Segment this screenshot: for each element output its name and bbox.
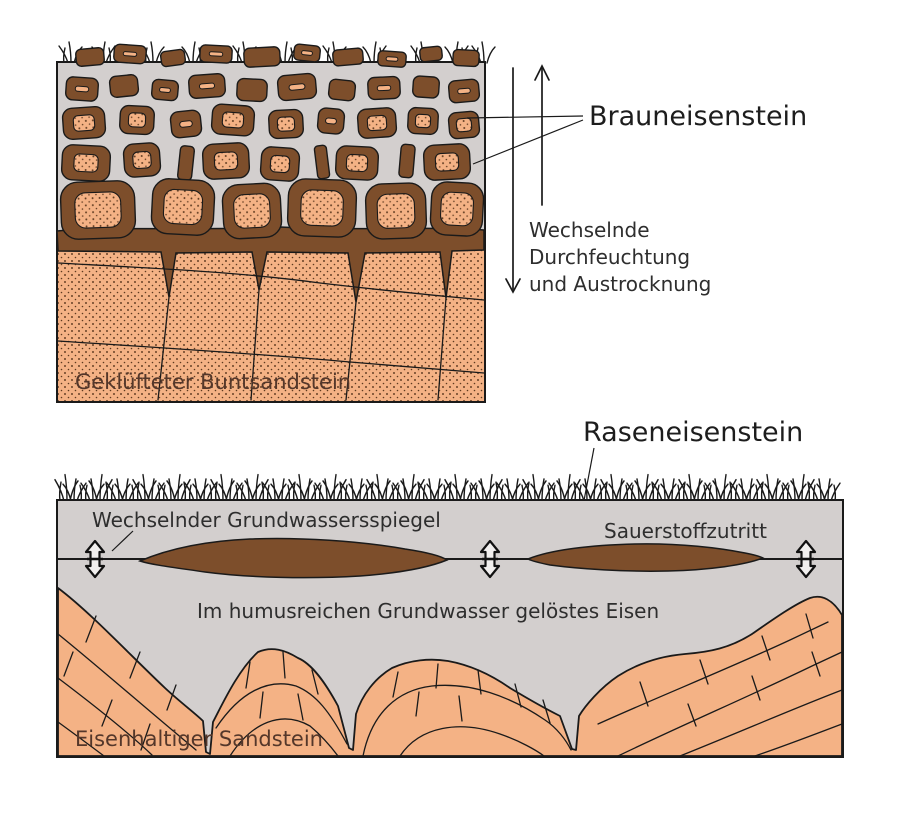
bottom-bedrock-label: Eisenhaltiger Sandstein (75, 727, 323, 751)
watertable-leader-line (111, 530, 134, 552)
oxygen-label: Sauerstoffzutritt (604, 519, 767, 543)
bottom-panel-bog-iron: Raseneisenstein (54, 417, 844, 758)
watertable-label: Wechselnder Grundwassersspiegel (92, 508, 441, 532)
sandstone-joints (57, 613, 843, 757)
dissolved-iron-label: Im humusreichen Grundwasser gelöstes Eis… (197, 599, 659, 623)
moisture-cycle-arrows (505, 64, 550, 294)
iron-coated-blocks (59, 43, 485, 240)
grass-tufts-bottom-icon (54, 473, 841, 502)
sandstone-bedrock (57, 587, 843, 757)
brauneisenstein-label: Brauneisenstein (589, 101, 807, 132)
cycle-label-line1: Wechselnde (529, 218, 650, 242)
bog-iron-lens-right (526, 543, 765, 572)
water-level-arrows (84, 539, 817, 579)
raseneisenstein-title: Raseneisenstein (583, 417, 803, 448)
top-annotations: Brauneisenstein Wechselnde Durchfeuchtun… (466, 64, 807, 296)
cycle-label-line2: Durchfeuchtung (529, 245, 690, 269)
brauneisenstein-leader-lines (466, 115, 584, 165)
top-panel-weathering-profile: Geklüfteter Buntsandstein (56, 41, 496, 403)
bog-iron-lens-left (137, 537, 449, 579)
bedrock-fracture-lines (57, 262, 485, 401)
cycle-label-line3: und Austrocknung (529, 272, 711, 296)
buntsandstein-bedrock (58, 246, 484, 401)
top-bedrock-label: Geklüfteter Buntsandstein (75, 370, 351, 394)
